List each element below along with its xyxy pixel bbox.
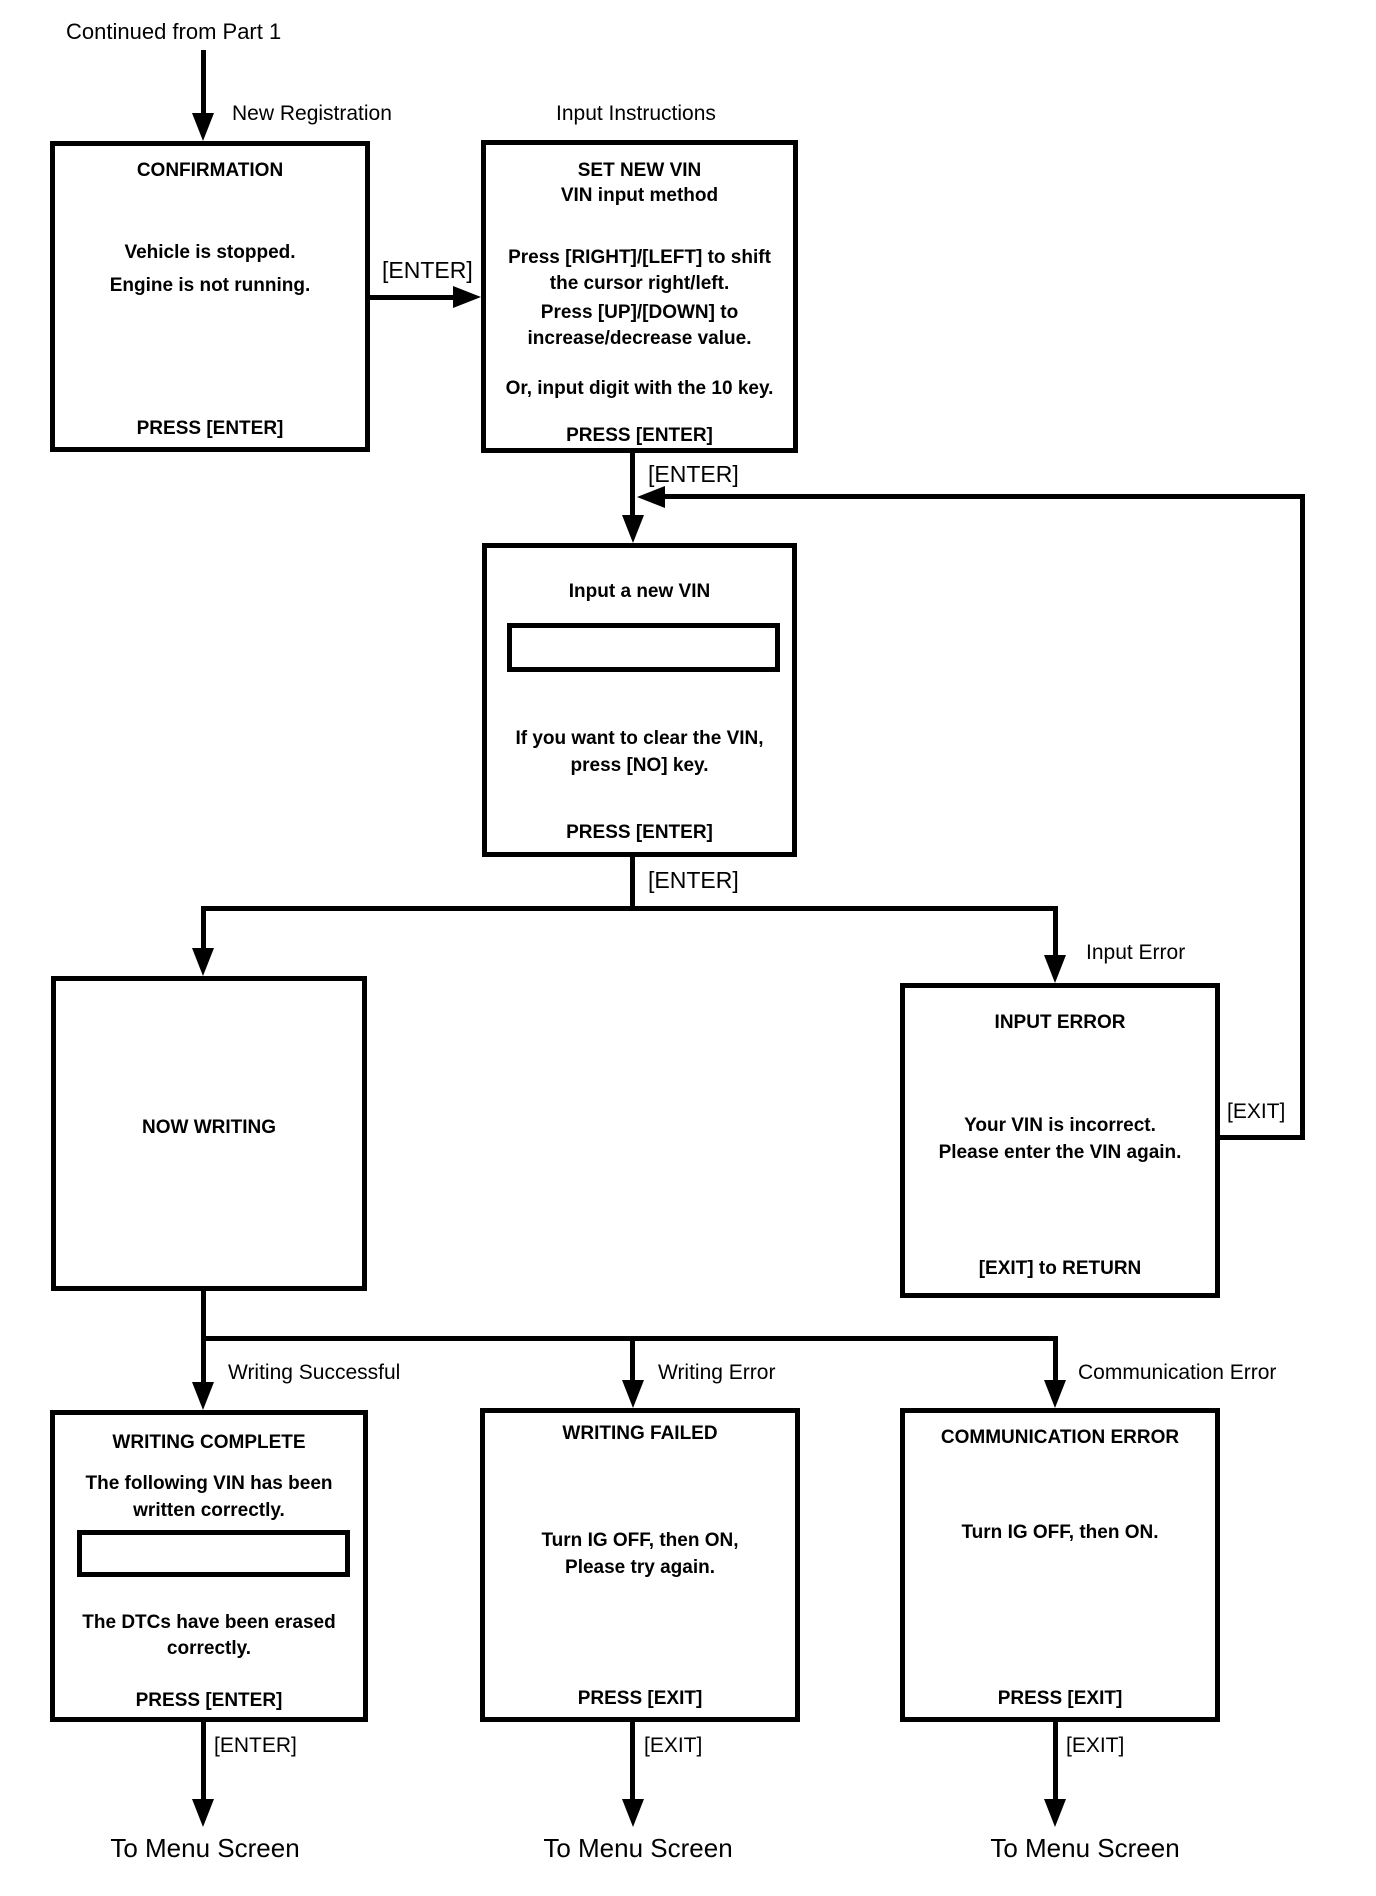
input-error-line-1: Your VIN is incorrect. bbox=[964, 1115, 1156, 1136]
arrowhead-feedback-return bbox=[637, 486, 665, 508]
continued-from-label: Continued from Part 1 bbox=[66, 19, 282, 44]
confirmation-footer: PRESS [ENTER] bbox=[136, 418, 284, 439]
writing-complete-title: WRITING COMPLETE bbox=[112, 1432, 306, 1453]
writing-failed-title: WRITING FAILED bbox=[562, 1423, 718, 1444]
communication-error-title: COMMUNICATION ERROR bbox=[940, 1427, 1180, 1448]
connector-feedback-vertical bbox=[1300, 494, 1305, 1140]
arrowhead-into-writingfailed bbox=[622, 1380, 644, 1408]
writing-complete-box: WRITING COMPLETE The following VIN has b… bbox=[50, 1410, 368, 1722]
connector-branch1-horizontal bbox=[201, 906, 1058, 911]
communication-error-footer: PRESS [EXIT] bbox=[997, 1688, 1123, 1709]
input-vin-line-1: If you want to clear the VIN, bbox=[515, 728, 764, 749]
confirmation-title: CONFIRMATION bbox=[136, 160, 284, 181]
arrowhead-into-writingcomplete bbox=[192, 1382, 214, 1410]
connector-failed-to-menu bbox=[630, 1720, 635, 1802]
writing-complete-line-2: written correctly. bbox=[133, 1500, 285, 1521]
edge-label-exit-bottom2: [EXIT] bbox=[1066, 1734, 1125, 1757]
edge-label-enter-mid1: [ENTER] bbox=[648, 461, 739, 487]
arrowhead-into-confirmation bbox=[192, 113, 214, 141]
branch-label-writing-successful: Writing Successful bbox=[228, 1361, 401, 1384]
arrowhead-to-menu-1 bbox=[192, 1799, 214, 1827]
input-error-title: INPUT ERROR bbox=[994, 1012, 1126, 1033]
terminal-to-menu-screen-3: To Menu Screen bbox=[990, 1833, 1180, 1863]
connector-setvin-to-inputvin bbox=[630, 450, 635, 520]
input-vin-title: Input a new VIN bbox=[568, 581, 711, 602]
arrowhead-into-setvin bbox=[453, 286, 481, 308]
connector-branch1-to-inputerror bbox=[1053, 906, 1058, 961]
writing-complete-line-3: The DTCs have been erased bbox=[82, 1612, 336, 1633]
branch-label-communication-error: Communication Error bbox=[1078, 1361, 1277, 1384]
communication-error-box: COMMUNICATION ERROR Turn IG OFF, then ON… bbox=[900, 1408, 1220, 1722]
now-writing-title: NOW WRITING bbox=[141, 1117, 277, 1138]
terminal-to-menu-screen-2: To Menu Screen bbox=[543, 1833, 733, 1863]
connector-branch2-horizontal bbox=[201, 1336, 1058, 1341]
writing-failed-line-1: Turn IG OFF, then ON, bbox=[541, 1530, 739, 1551]
connector-commerror-to-menu bbox=[1053, 1720, 1058, 1802]
set-new-vin-box: SET NEW VIN VIN input method Press [RIGH… bbox=[481, 140, 798, 453]
confirmation-box: CONFIRMATION Vehicle is stopped. Engine … bbox=[50, 141, 370, 452]
edge-label-exit-right: [EXIT] bbox=[1227, 1100, 1286, 1123]
input-error-footer: [EXIT] to RETURN bbox=[978, 1258, 1142, 1279]
writing-failed-footer: PRESS [EXIT] bbox=[577, 1688, 703, 1709]
input-vin-box: Input a new VIN If you want to clear the… bbox=[482, 543, 797, 857]
writing-failed-line-2: Please try again. bbox=[565, 1557, 715, 1578]
set-new-vin-line-5: Or, input digit with the 10 key. bbox=[505, 378, 774, 399]
branch-label-writing-error: Writing Error bbox=[658, 1361, 776, 1384]
communication-error-line-1: Turn IG OFF, then ON. bbox=[961, 1522, 1159, 1543]
input-vin-line-2: press [NO] key. bbox=[570, 755, 709, 776]
input-error-line-2: Please enter the VIN again. bbox=[938, 1142, 1182, 1163]
edge-label-enter-bottom: [ENTER] bbox=[214, 1734, 297, 1757]
arrowhead-into-inputvin bbox=[622, 515, 644, 543]
writing-complete-line-1: The following VIN has been bbox=[85, 1473, 333, 1494]
set-new-vin-subtitle: VIN input method bbox=[560, 185, 719, 206]
connector-feedback-horizontal-top bbox=[660, 494, 1305, 499]
vin-input-field bbox=[507, 623, 780, 672]
set-new-vin-line-1: Press [RIGHT]/[LEFT] to shift bbox=[508, 247, 771, 268]
set-new-vin-footer: PRESS [ENTER] bbox=[566, 425, 713, 446]
arrowhead-into-nowwriting bbox=[192, 948, 214, 976]
connector-branch2-to-complete bbox=[201, 1336, 206, 1386]
now-writing-box: NOW WRITING bbox=[51, 976, 367, 1291]
written-vin-field bbox=[77, 1530, 350, 1577]
arrowhead-into-commerror bbox=[1044, 1380, 1066, 1408]
arrowhead-to-menu-3 bbox=[1044, 1799, 1066, 1827]
set-new-vin-line-4: increase/decrease value. bbox=[527, 328, 752, 349]
terminal-to-menu-screen-1: To Menu Screen bbox=[110, 1833, 300, 1863]
connector-nowwriting-down bbox=[201, 1289, 206, 1341]
edge-label-exit-bottom1: [EXIT] bbox=[644, 1734, 703, 1757]
set-new-vin-line-2: the cursor right/left. bbox=[549, 273, 730, 294]
connector-confirmation-to-setvin bbox=[368, 295, 458, 300]
connector-inputerror-exit bbox=[1218, 1135, 1305, 1140]
confirmation-line-1: Vehicle is stopped. bbox=[124, 242, 296, 263]
connector-branch2-to-failed bbox=[630, 1336, 635, 1384]
input-error-box: INPUT ERROR Your VIN is incorrect. Pleas… bbox=[900, 983, 1220, 1298]
set-new-vin-title: SET NEW VIN bbox=[577, 160, 702, 181]
connector-branch2-to-commerror bbox=[1053, 1336, 1058, 1384]
arrowhead-to-menu-2 bbox=[622, 1799, 644, 1827]
connector-inputvin-down bbox=[630, 855, 635, 911]
input-vin-footer: PRESS [ENTER] bbox=[566, 822, 713, 843]
edge-label-enter-top: [ENTER] bbox=[382, 257, 473, 283]
edge-label-enter-mid2: [ENTER] bbox=[648, 867, 739, 893]
connector-complete-to-menu bbox=[201, 1720, 206, 1802]
set-new-vin-line-3: Press [UP]/[DOWN] to bbox=[540, 302, 739, 323]
branch-label-new-registration: New Registration bbox=[232, 102, 392, 125]
confirmation-line-2: Engine is not running. bbox=[109, 275, 311, 296]
writing-complete-footer: PRESS [ENTER] bbox=[135, 1690, 283, 1711]
arrowhead-into-inputerror bbox=[1044, 955, 1066, 983]
connector-branch1-to-nowwriting bbox=[201, 906, 206, 954]
writing-complete-line-4: correctly. bbox=[166, 1638, 252, 1659]
connector-part1-to-confirmation bbox=[201, 50, 206, 120]
branch-label-input-error: Input Error bbox=[1086, 941, 1186, 964]
writing-failed-box: WRITING FAILED Turn IG OFF, then ON, Ple… bbox=[480, 1408, 800, 1722]
branch-label-input-instructions: Input Instructions bbox=[556, 102, 716, 125]
